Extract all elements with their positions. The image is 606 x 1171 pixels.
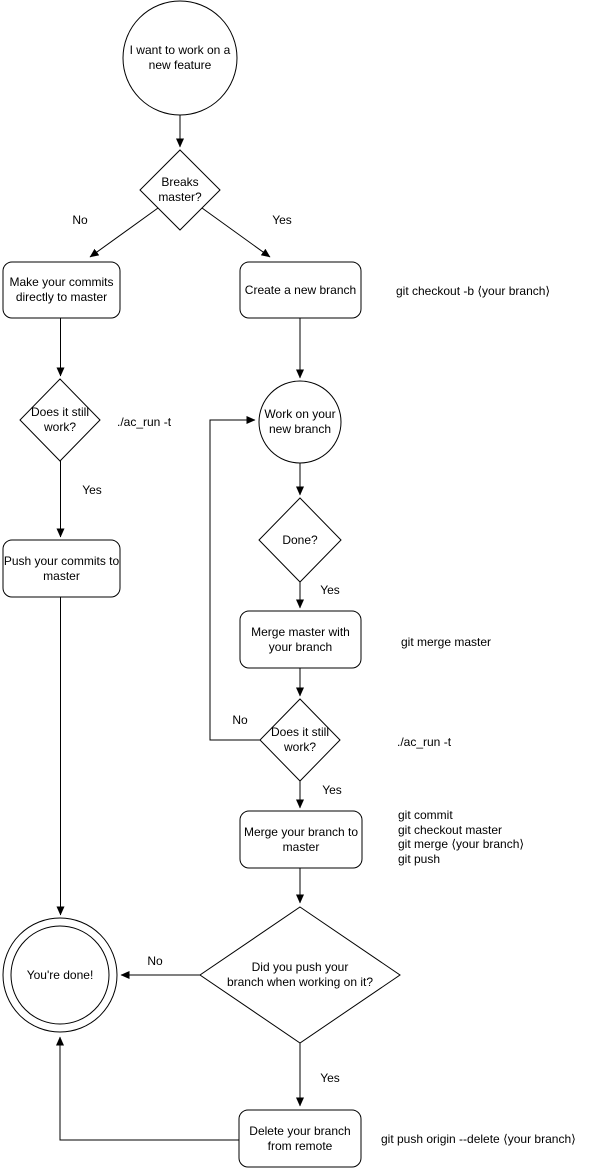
annotation-create-branch-cmd: git checkout -b ⟨your branch⟩	[396, 284, 551, 298]
annotation-merge-to-master-cmds: git commit git checkout master git merge…	[398, 808, 525, 866]
edge-label-did-you-push-yes: Yes	[320, 1071, 340, 1085]
node-create-branch-rect	[239, 261, 362, 319]
edge-still-works-2-no-loop-to-work-branch	[209, 416, 260, 741]
node-still-works-2-diamond	[259, 698, 341, 782]
node-merge-branch-rect	[239, 810, 363, 869]
node-did-you-push-diamond	[199, 906, 401, 1044]
node-label-create-branch: Create a new branch	[244, 282, 357, 297]
edge-breaks-yes-to-create-branch	[201, 207, 271, 258]
node-label-youre-done: You're done!	[26, 967, 94, 982]
annotation-merge-master-cmd: git merge master	[401, 635, 492, 649]
annotation-delete-remote-cmd: git push origin --delete ⟨your branch⟩	[381, 1132, 576, 1146]
node-work-branch-circle	[258, 380, 342, 464]
node-label-done: Done?	[282, 532, 318, 547]
node-label-merge-master: Merge master with your branch	[251, 624, 350, 654]
node-youre-done-inner-circle	[10, 925, 110, 1025]
node-still-works-1-diamond	[19, 378, 101, 462]
node-done-diamond	[258, 497, 342, 583]
node-delete-branch-rect	[238, 1109, 362, 1168]
node-label-still-works-1: Does it still work?	[30, 405, 89, 434]
annotation-test-cmd-2: ./ac_run -t	[397, 735, 452, 749]
edge-label-still-works-2-no: No	[232, 713, 248, 727]
node-label-did-you-push: Did you push your branch when working on…	[226, 960, 374, 989]
edge-label-breaks-yes: Yes	[272, 213, 292, 227]
node-label-breaks-master: Breaks master?	[158, 175, 202, 204]
node-push-commits-rect	[2, 539, 121, 598]
node-start-circle	[122, 0, 238, 116]
edge-label-breaks-no: No	[72, 213, 88, 227]
node-label-push-commits: Push your commits to master	[3, 553, 120, 583]
node-label-delete-branch: Delete your branch from remote	[249, 1123, 351, 1153]
edge-delete-branch-loop-to-done	[56, 1036, 239, 1141]
node-label-merge-branch: Merge your branch to master	[243, 824, 359, 854]
edge-label-done-yes: Yes	[320, 583, 340, 597]
annotation-test-cmd-1: ./ac_run -t	[117, 415, 172, 429]
node-label-still-works-2: Does it still work?	[270, 725, 329, 754]
edge-label-still-works-1-yes: Yes	[82, 483, 102, 497]
node-label-work-branch: Work on your new branch	[264, 407, 336, 436]
node-make-commits-rect	[2, 261, 121, 319]
edge-label-did-you-push-no: No	[147, 954, 163, 968]
node-merge-master-rect	[239, 610, 362, 669]
node-breaks-master-diamond	[139, 149, 221, 231]
edge-label-still-works-2-yes: Yes	[322, 783, 342, 797]
node-label-make-commits: Make your commits directly to master	[9, 275, 114, 304]
edge-breaks-no-to-make-commits	[89, 207, 159, 258]
node-label-start: I want to work on a new feature	[129, 43, 231, 72]
